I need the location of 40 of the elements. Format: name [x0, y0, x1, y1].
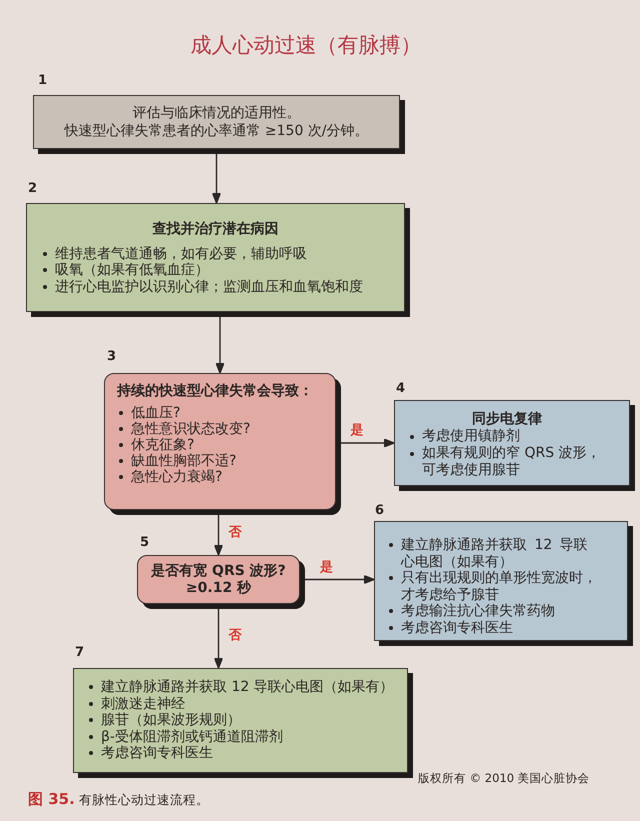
- question-text: 是否有宽 QRS 波形?: [151, 563, 286, 580]
- list-item-text: 考虑咨询专科医生: [101, 745, 213, 762]
- list-item-text: 休克征象?: [131, 437, 194, 453]
- list-item-text: 刺激迷走神经: [101, 696, 185, 712]
- step-number: 7: [75, 645, 84, 660]
- list-item-text: 急性意识状态改变?: [131, 421, 250, 437]
- list-item-text: 急性心力衰竭?: [131, 469, 222, 485]
- edge-label: 否: [228, 628, 242, 643]
- list-item-text: 如果有规则的窄 QRS 波形，可考虑使用腺苷: [422, 445, 602, 479]
- step-number: 3: [107, 349, 116, 364]
- list-item-text: 建立静脉通路并获取 12 导联心电图（如果有）: [101, 679, 394, 696]
- edge-label: 否: [228, 524, 242, 540]
- list-item-text: β-受体阻滞剂或钙通道阻滞剂: [101, 728, 283, 745]
- list-item-text: 考虑输注抗心律失常药物: [401, 603, 555, 620]
- step-number: 5: [140, 535, 150, 550]
- list-item-text: 进行心电监护以识别心律；监测血压和血氧饱和度: [55, 278, 363, 295]
- step-number: 2: [28, 181, 38, 196]
- copyright-note: 版权所有 © 2010 美国心脏协会: [418, 771, 590, 785]
- caption: 图 35. 有脉性心动过速流程。: [28, 790, 209, 809]
- list-item-text: 只有出现规则的单形性宽波时，才考虑给予腺苷: [401, 570, 598, 603]
- step-number: 6: [375, 503, 384, 518]
- list-item-text: 维持患者气道通畅，如有必要，辅助呼吸: [55, 246, 307, 262]
- title: 成人心动过速（有脉搏）: [190, 32, 422, 58]
- list-item-text: 缺血性胸部不适?: [131, 453, 236, 469]
- heading-text: 同步电复律: [472, 411, 542, 428]
- edge-label: 是: [319, 560, 334, 574]
- heading-text: 持续的快速型心律失常会导致：: [117, 383, 313, 399]
- step-number: 4: [396, 381, 406, 396]
- step-text: 快速型心律失常患者的心率通常 ≥150 次/分钟。: [64, 122, 369, 140]
- step-text: 评估与临床情况的适用性。: [132, 104, 300, 122]
- list-item-text: 低血压?: [131, 405, 180, 421]
- criterion-text: ≥0.12 秒: [186, 580, 252, 597]
- list-item-text: 吸氧（如果有低氧血症）: [55, 262, 209, 278]
- step-number: 1: [38, 73, 48, 88]
- heading-text: 查找并治疗潜在病因: [152, 221, 278, 238]
- list-item-text: 考虑使用镇静剂: [422, 428, 520, 445]
- list-item-text: 建立静脉通路并获取 12 导联心电图（如果有）: [401, 537, 589, 570]
- list-item-text: 腺苷（如果波形规则）: [101, 712, 241, 728]
- list-item-text: 考虑咨询专科医生: [401, 620, 513, 636]
- edge-label: 是: [349, 423, 364, 438]
